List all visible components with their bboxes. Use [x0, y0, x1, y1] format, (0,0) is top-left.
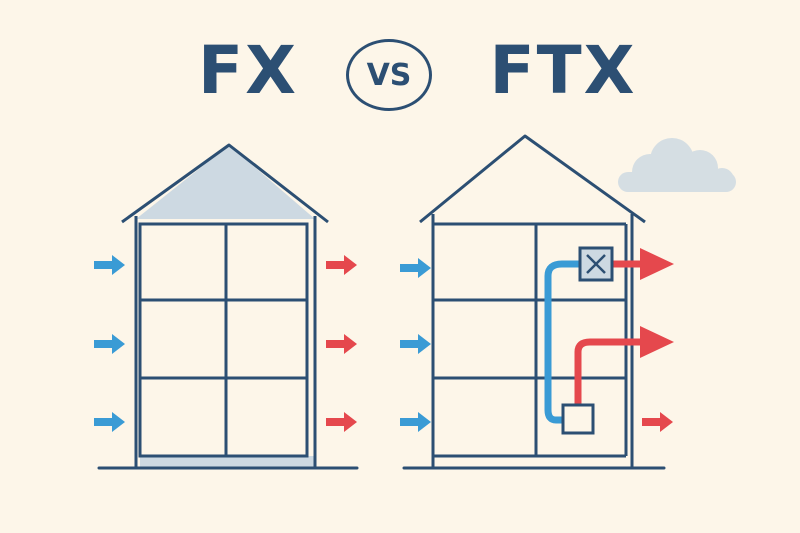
ftx-exhaust-duct	[574, 338, 642, 405]
fx-supply-arrow-icon	[94, 334, 125, 354]
ftx-supply-arrow-icon	[400, 412, 431, 432]
ftx-supply-duct	[544, 260, 584, 424]
fx-roof-outline	[121, 143, 329, 224]
ftx-exhaust-arrow-icon	[642, 412, 673, 432]
vs-label: VS	[366, 57, 412, 93]
ftx-supply-arrow-icon	[400, 334, 431, 354]
heat-exchanger-icon	[578, 246, 614, 282]
fx-foundation-fill	[140, 456, 315, 468]
fx-exhaust-arrow-icon	[326, 412, 357, 432]
fx-exhaust-arrow-icon	[326, 334, 357, 354]
ftx-title: FTX	[489, 32, 637, 109]
vs-badge: VS	[346, 39, 432, 111]
fx-title: FX	[198, 32, 298, 109]
fx-window-grid-frame	[138, 222, 309, 458]
cloud-icon	[618, 138, 736, 192]
fx-exhaust-arrow-icon	[326, 255, 357, 275]
ftx-exchanger-exhaust-head	[640, 248, 674, 280]
fx-supply-arrow-icon	[94, 255, 125, 275]
fx-roof-fill	[136, 145, 315, 219]
ftx-exhaust-duct-head	[640, 326, 674, 358]
ftx-supply-arrow-icon	[400, 258, 431, 278]
fx-house	[94, 143, 359, 470]
air-handling-unit	[561, 403, 595, 435]
fx-supply-arrow-icon	[94, 412, 125, 432]
ftx-roof-outline	[419, 134, 646, 224]
ftx-house	[400, 134, 736, 470]
